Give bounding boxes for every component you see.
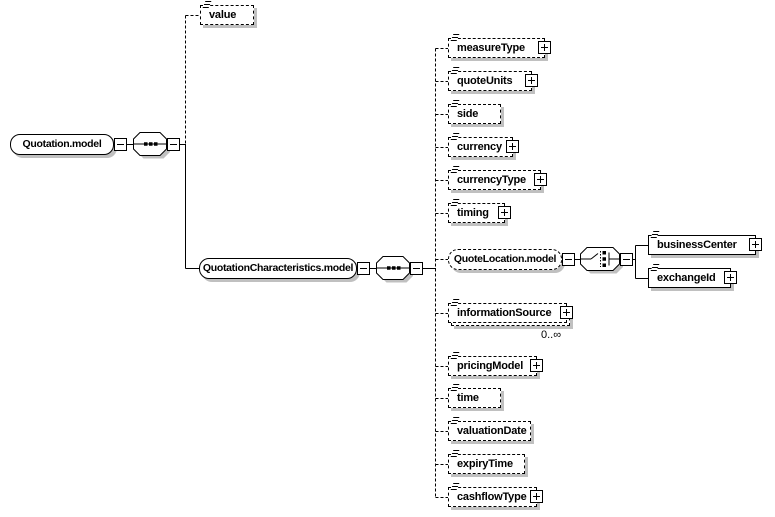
element-label: valuationDate [457,425,527,437]
element-currency-type[interactable]: currencyType [448,166,541,190]
choice-indicator-icon[interactable] [580,247,624,275]
element-quote-units[interactable]: quoteUnits [448,67,532,91]
sequence-indicator-icon[interactable] [376,256,414,284]
element-label: measureType [457,42,525,54]
occurrence-label: 0..∞ [541,329,562,341]
model-group-label: Quotation.model [22,138,102,150]
type-indicator-icon [450,352,460,359]
element-label: exchangeId [657,272,716,284]
type-indicator-icon [450,100,460,107]
element-label: expiryTime [457,458,513,470]
element-pricing-model[interactable]: pricingModel [448,352,537,376]
element-cashflow-type[interactable]: cashflowType [448,483,537,507]
model-group-label: QuoteLocation.model [453,253,557,265]
element-measure-type[interactable]: measureType [448,34,545,58]
expand-toggle[interactable] [749,238,762,251]
element-label: currencyType [457,174,526,186]
collapse-toggle[interactable] [114,138,127,151]
type-indicator-icon [202,1,212,8]
collapse-toggle[interactable] [167,138,180,151]
type-indicator-icon [450,417,460,424]
element-label: cashflowType [457,491,527,503]
element-information-source[interactable]: informationSource [448,299,567,323]
sequence-indicator-icon[interactable] [133,132,171,160]
element-label: pricingModel [457,360,524,372]
element-label: side [457,108,479,120]
type-indicator-icon [450,483,460,490]
type-indicator-icon [450,299,460,306]
expand-toggle[interactable] [538,41,551,54]
type-indicator-icon [450,133,460,140]
element-business-center[interactable]: businessCenter [648,231,756,255]
element-expiry-time[interactable]: expiryTime [448,450,525,474]
model-group-label: QuotationCharacteristics.model [202,262,354,274]
collapse-toggle[interactable] [357,262,370,275]
element-label: quoteUnits [457,75,513,87]
collapse-toggle[interactable] [410,262,423,275]
element-label: informationSource [457,307,552,319]
element-currency[interactable]: currency [448,133,513,157]
model-group-quotation[interactable]: Quotation.model [10,134,114,155]
element-label: time [457,392,479,404]
expand-toggle[interactable] [498,206,511,219]
expand-toggle[interactable] [534,173,547,186]
type-indicator-icon [450,67,460,74]
model-group-quote-location[interactable]: QuoteLocation.model [448,249,562,270]
element-exchange-id[interactable]: exchangeId [648,264,731,288]
element-time[interactable]: time [448,384,501,408]
element-valuation-date[interactable]: valuationDate [448,417,531,441]
element-label: value [209,9,237,21]
type-indicator-icon [450,166,460,173]
collapse-toggle[interactable] [620,253,633,266]
element-label: currency [457,141,502,153]
type-indicator-icon [450,450,460,457]
expand-toggle[interactable] [530,359,543,372]
expand-toggle[interactable] [560,306,573,319]
model-group-quotation-characteristics[interactable]: QuotationCharacteristics.model [199,258,357,279]
element-side[interactable]: side [448,100,501,124]
element-label: timing [457,207,489,219]
expand-toggle[interactable] [525,74,538,87]
collapse-toggle[interactable] [562,253,575,266]
type-indicator-icon [450,384,460,391]
type-indicator-icon [650,231,660,238]
expand-toggle[interactable] [724,271,737,284]
expand-toggle[interactable] [506,140,519,153]
expand-toggle[interactable] [530,490,543,503]
element-label: businessCenter [657,239,737,251]
element-timing[interactable]: timing [448,199,505,223]
element-value[interactable]: value [200,1,254,25]
type-indicator-icon [650,264,660,271]
type-indicator-icon [450,199,460,206]
type-indicator-icon [450,34,460,41]
